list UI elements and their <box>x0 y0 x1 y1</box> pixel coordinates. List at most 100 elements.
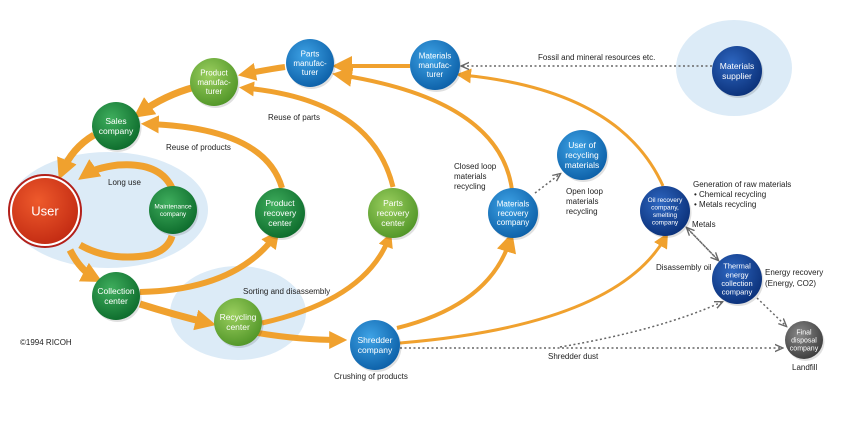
arrow-user-to-maintenance <box>78 234 176 261</box>
arrow-product-mfr-to-sales <box>133 83 196 118</box>
label-sorting: Sorting and disassembly <box>243 287 330 296</box>
node-user: User <box>8 174 82 248</box>
arrow-oil-recovery-to-materials-mfr <box>456 68 665 187</box>
node-label: Maintenance <box>154 204 192 211</box>
arrow-recycling-to-parts-recovery <box>261 232 393 326</box>
node-circle <box>286 39 334 87</box>
label-disassembly-oil: Disassembly oil <box>656 263 712 272</box>
node-circle <box>92 102 140 150</box>
arrow-collection-to-product-recovery <box>139 230 280 295</box>
arrow-collection-to-recycling <box>138 300 217 331</box>
node-circle <box>712 254 762 304</box>
node-circle <box>368 188 418 238</box>
node-label: center <box>268 218 292 228</box>
node-circle <box>410 40 460 90</box>
node-label: manufac- <box>293 59 327 68</box>
node-label: turer <box>427 70 444 79</box>
label-closed-loop-0: Closed loop <box>454 162 497 171</box>
arrow-parts-recovery-to-product-mfr <box>239 81 396 188</box>
node-label: disposal <box>791 337 817 344</box>
label-fossil: Fossil and mineral resources etc. <box>538 53 655 62</box>
node-label: Recycling <box>220 312 257 322</box>
node-label: energy <box>726 270 749 279</box>
node-circle <box>92 272 140 320</box>
node-label: Materials <box>419 52 451 61</box>
node-label: Thermal <box>723 262 751 271</box>
arrow-shredder-to-oil-recovery <box>399 232 668 345</box>
node-circle <box>488 188 538 238</box>
label-generation-0: Generation of raw materials <box>693 180 791 189</box>
node-circle <box>149 186 197 234</box>
node-label: recovery <box>264 208 297 218</box>
node-label: recovery <box>498 209 529 218</box>
node-label: recycling <box>565 150 599 160</box>
node-label: User <box>31 204 59 219</box>
node-label: materials <box>565 160 599 170</box>
node-circle <box>785 321 823 359</box>
copyright: ©1994 RICOH <box>20 338 72 347</box>
node-label: company <box>652 219 679 226</box>
label-crushing: Crushing of products <box>334 372 408 381</box>
node-circle <box>640 186 690 236</box>
arrow-thermal-to-oil <box>687 228 719 261</box>
arrow-materials-recovery-to-parts-mfr <box>332 66 514 191</box>
arrow-thermal-to-final <box>756 297 786 326</box>
label-reuse-products: Reuse of products <box>166 143 231 152</box>
label-shredder-dust: Shredder dust <box>548 352 599 361</box>
node-label: Parts <box>383 198 403 208</box>
node-circle <box>350 320 400 370</box>
label-open-loop-1: materials <box>566 197 598 206</box>
node-label: recovery <box>377 208 410 218</box>
node-label: Product <box>200 69 228 78</box>
node-label: Final <box>796 329 812 336</box>
node-label: company <box>497 218 529 227</box>
arrow-materials-recovery-to-user-recycling <box>534 174 560 194</box>
label-closed-loop-1: materials <box>454 172 486 181</box>
labels: Long use Reuse of products Reuse of part… <box>20 53 823 381</box>
arrow-sales-to-user <box>57 131 96 180</box>
node-label: Parts <box>301 50 320 59</box>
node-label: smelting <box>653 212 678 219</box>
node-label: Materials <box>497 200 529 209</box>
node-label: manufac- <box>418 61 452 70</box>
node-label: collection <box>721 279 752 288</box>
arrow-user-to-collection <box>66 248 103 282</box>
label-landfill: Landfill <box>792 363 818 372</box>
node-label: company <box>790 346 819 353</box>
node-label: User of <box>568 140 596 150</box>
arrow-shredder-to-thermal <box>559 302 722 348</box>
label-generation-1: • Chemical recycling <box>694 190 766 199</box>
node-label: manufac- <box>197 78 231 87</box>
node-label: Sales <box>105 116 126 126</box>
node-label: company <box>358 345 393 355</box>
label-reuse-parts: Reuse of parts <box>268 113 320 122</box>
node-label: company <box>722 288 753 297</box>
node-label: company <box>160 211 187 218</box>
arrow-shredder-to-materials-recovery <box>396 232 517 330</box>
node-circle <box>190 58 238 106</box>
node-circle <box>712 46 762 96</box>
node-circle <box>214 298 262 346</box>
node-label: turer <box>302 68 319 77</box>
node-label: center <box>104 296 128 306</box>
node-circle <box>12 178 78 244</box>
dotted-arrows <box>400 66 786 348</box>
node-circle <box>255 188 305 238</box>
node-label: turer <box>206 87 223 96</box>
